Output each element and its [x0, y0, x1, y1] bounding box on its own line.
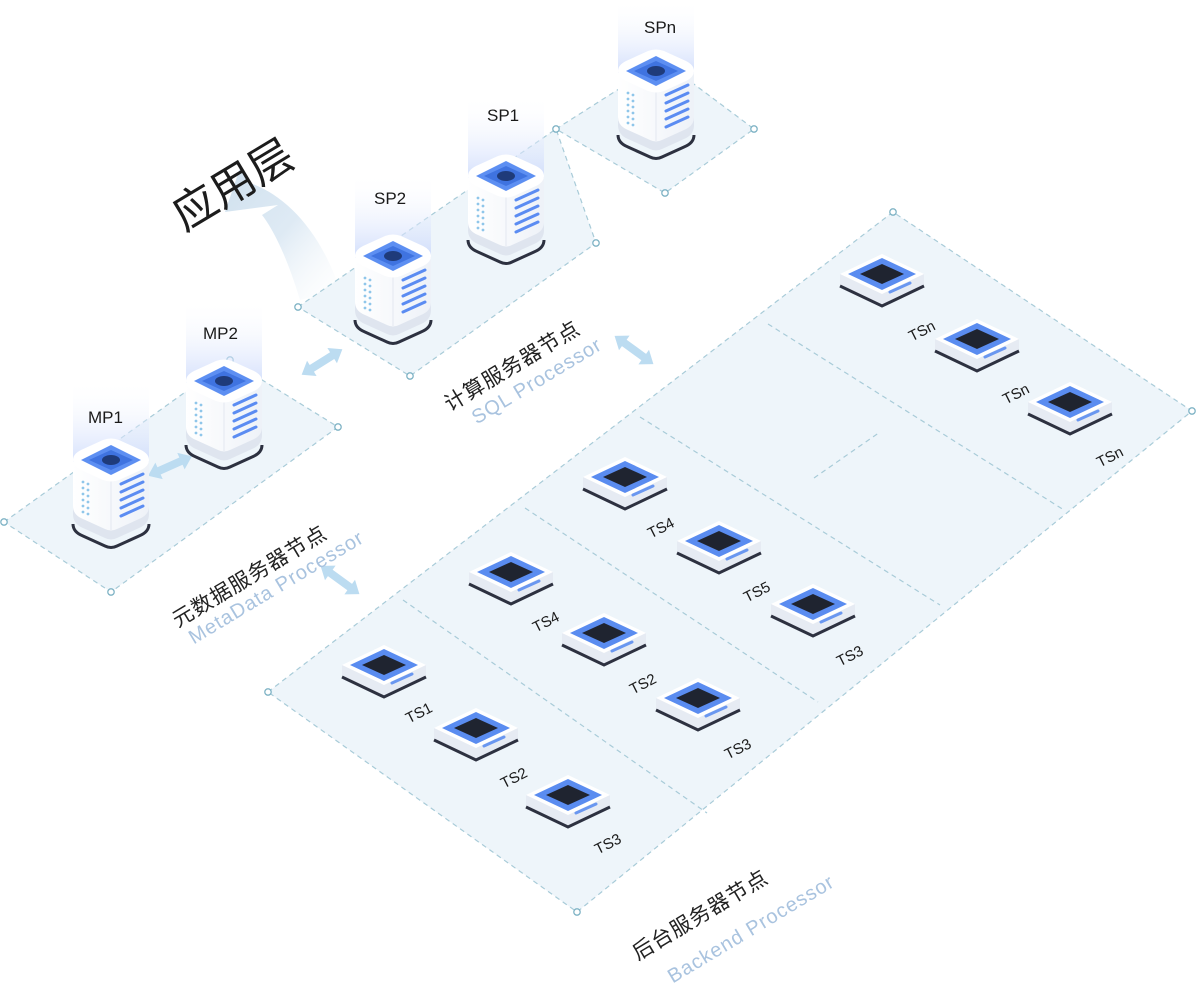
- sql-backend-link-arrow: [609, 328, 659, 372]
- mp1-label: MP1: [88, 408, 123, 427]
- mp2-label: MP2: [203, 324, 238, 343]
- sp2-label: SP2: [374, 189, 407, 208]
- spn-label: SPn: [644, 18, 677, 37]
- app-layer-arrow: [225, 168, 340, 300]
- server-glows: [73, 0, 694, 470]
- metadata-sql-link-arrow: [296, 341, 348, 383]
- sp1-label: SP1: [487, 106, 520, 125]
